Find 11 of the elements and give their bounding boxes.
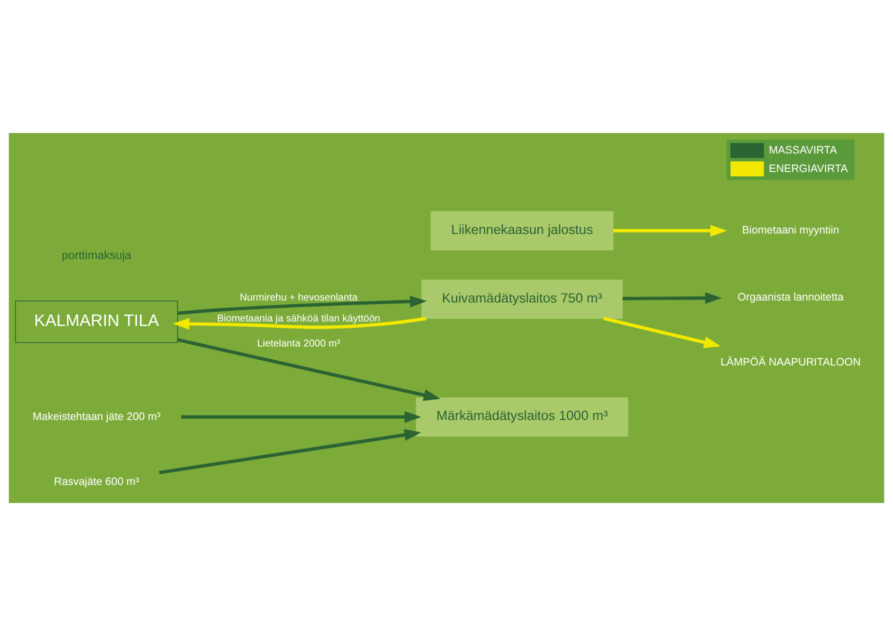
- edge-label: Biometaania ja sähköä tilan käyttöön: [217, 312, 380, 324]
- edge-label: Nurmirehu + hevosenlanta: [240, 292, 358, 304]
- node-text: LÄMPÖÄ NAAPURITALOON: [720, 356, 861, 368]
- node-text: Rasvajäte 600 m³: [54, 475, 140, 488]
- label: porttimaksuja: [62, 248, 132, 262]
- legend-label: MASSAVIRTA: [768, 144, 837, 156]
- edge-label: Lietelanta 2000 m³: [257, 338, 340, 349]
- node-text: Makeistehtaan jäte 200 m³: [32, 410, 160, 422]
- node-text: Orgaanista lannoitetta: [738, 290, 844, 303]
- legend-label: ENERGIAVIRTA: [768, 162, 848, 174]
- node-text: Biometaani myyntiin: [742, 224, 840, 236]
